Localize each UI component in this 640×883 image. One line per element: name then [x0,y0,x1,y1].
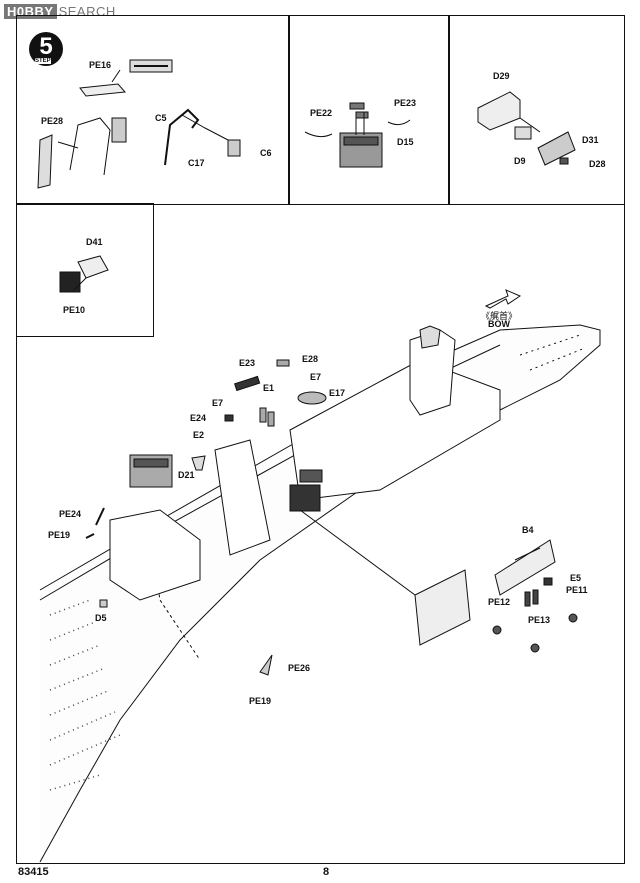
label-pe12: PE12 [488,597,511,607]
label-pe11: PE11 [566,585,588,595]
e1-parts [259,407,275,427]
label-c5: C5 [155,113,167,123]
label-pe19-upper: PE19 [48,530,71,540]
label-pe16: PE16 [89,60,112,70]
label-e5: E5 [570,573,582,583]
deck-tie-down-grid [49,599,121,791]
pe28-part [37,134,53,189]
pe16-part [79,59,173,97]
label-d31: D31 [582,135,599,145]
d15-part [304,102,411,168]
label-d29: D29 [493,71,510,81]
b4-part [494,539,556,596]
e28-part [276,359,290,367]
ship-hull [39,324,601,863]
label-e1: E1 [263,383,275,393]
label-d41: D41 [86,237,103,247]
main-assembly-panel [16,203,625,864]
label-d15: D15 [397,137,414,147]
label-d28: D28 [589,159,606,169]
pe19-part [85,533,95,539]
label-b4: B4 [522,525,534,535]
step-label: STEP [35,58,51,64]
label-bow-cn: 《艉首》 [481,311,518,321]
pe26-part [259,654,273,676]
label-e7-upper: E7 [310,372,322,382]
label-c6: C6 [260,148,272,158]
label-pe23: PE23 [394,98,417,108]
d5-part [99,599,108,608]
label-pe24: PE24 [59,509,82,519]
label-bow: BOW [488,319,510,329]
label-pe10: PE10 [63,305,86,315]
e24-part [224,414,234,422]
label-c17: C17 [188,158,205,168]
label-d5: D5 [95,613,107,623]
label-e23: E23 [239,358,256,368]
bracket-part [57,117,127,176]
bow-arrow [484,289,522,309]
label-pe22: PE22 [310,108,333,118]
step-number: 5 [39,33,53,60]
label-e28: E28 [302,354,319,364]
e2-part [191,455,206,471]
label-e7-lower: E7 [212,398,224,408]
label-pe13: PE13 [528,615,551,625]
stern-ramp-part [299,509,471,646]
e23-part [234,375,261,392]
label-pe19-lower: PE19 [249,696,272,706]
d21-radar-part [129,454,173,488]
panel-top-right [448,15,625,205]
d29-d31-part [477,91,576,166]
label-pe28: PE28 [41,116,64,126]
label-d21: D21 [178,470,195,480]
label-e2: E2 [193,430,205,440]
label-d9: D9 [514,156,526,166]
e5-pe-parts [492,577,578,653]
pe24-part [95,507,105,526]
label-e17: E17 [329,388,346,398]
label-pe26: PE26 [288,663,311,673]
kit-number: 83415 [18,866,49,878]
d41-part [59,255,109,293]
panel-top-middle [288,15,450,205]
c5-c17-part [164,108,241,166]
label-e24: E24 [190,413,207,423]
page-number: 8 [323,866,330,878]
e17-part [297,391,327,405]
